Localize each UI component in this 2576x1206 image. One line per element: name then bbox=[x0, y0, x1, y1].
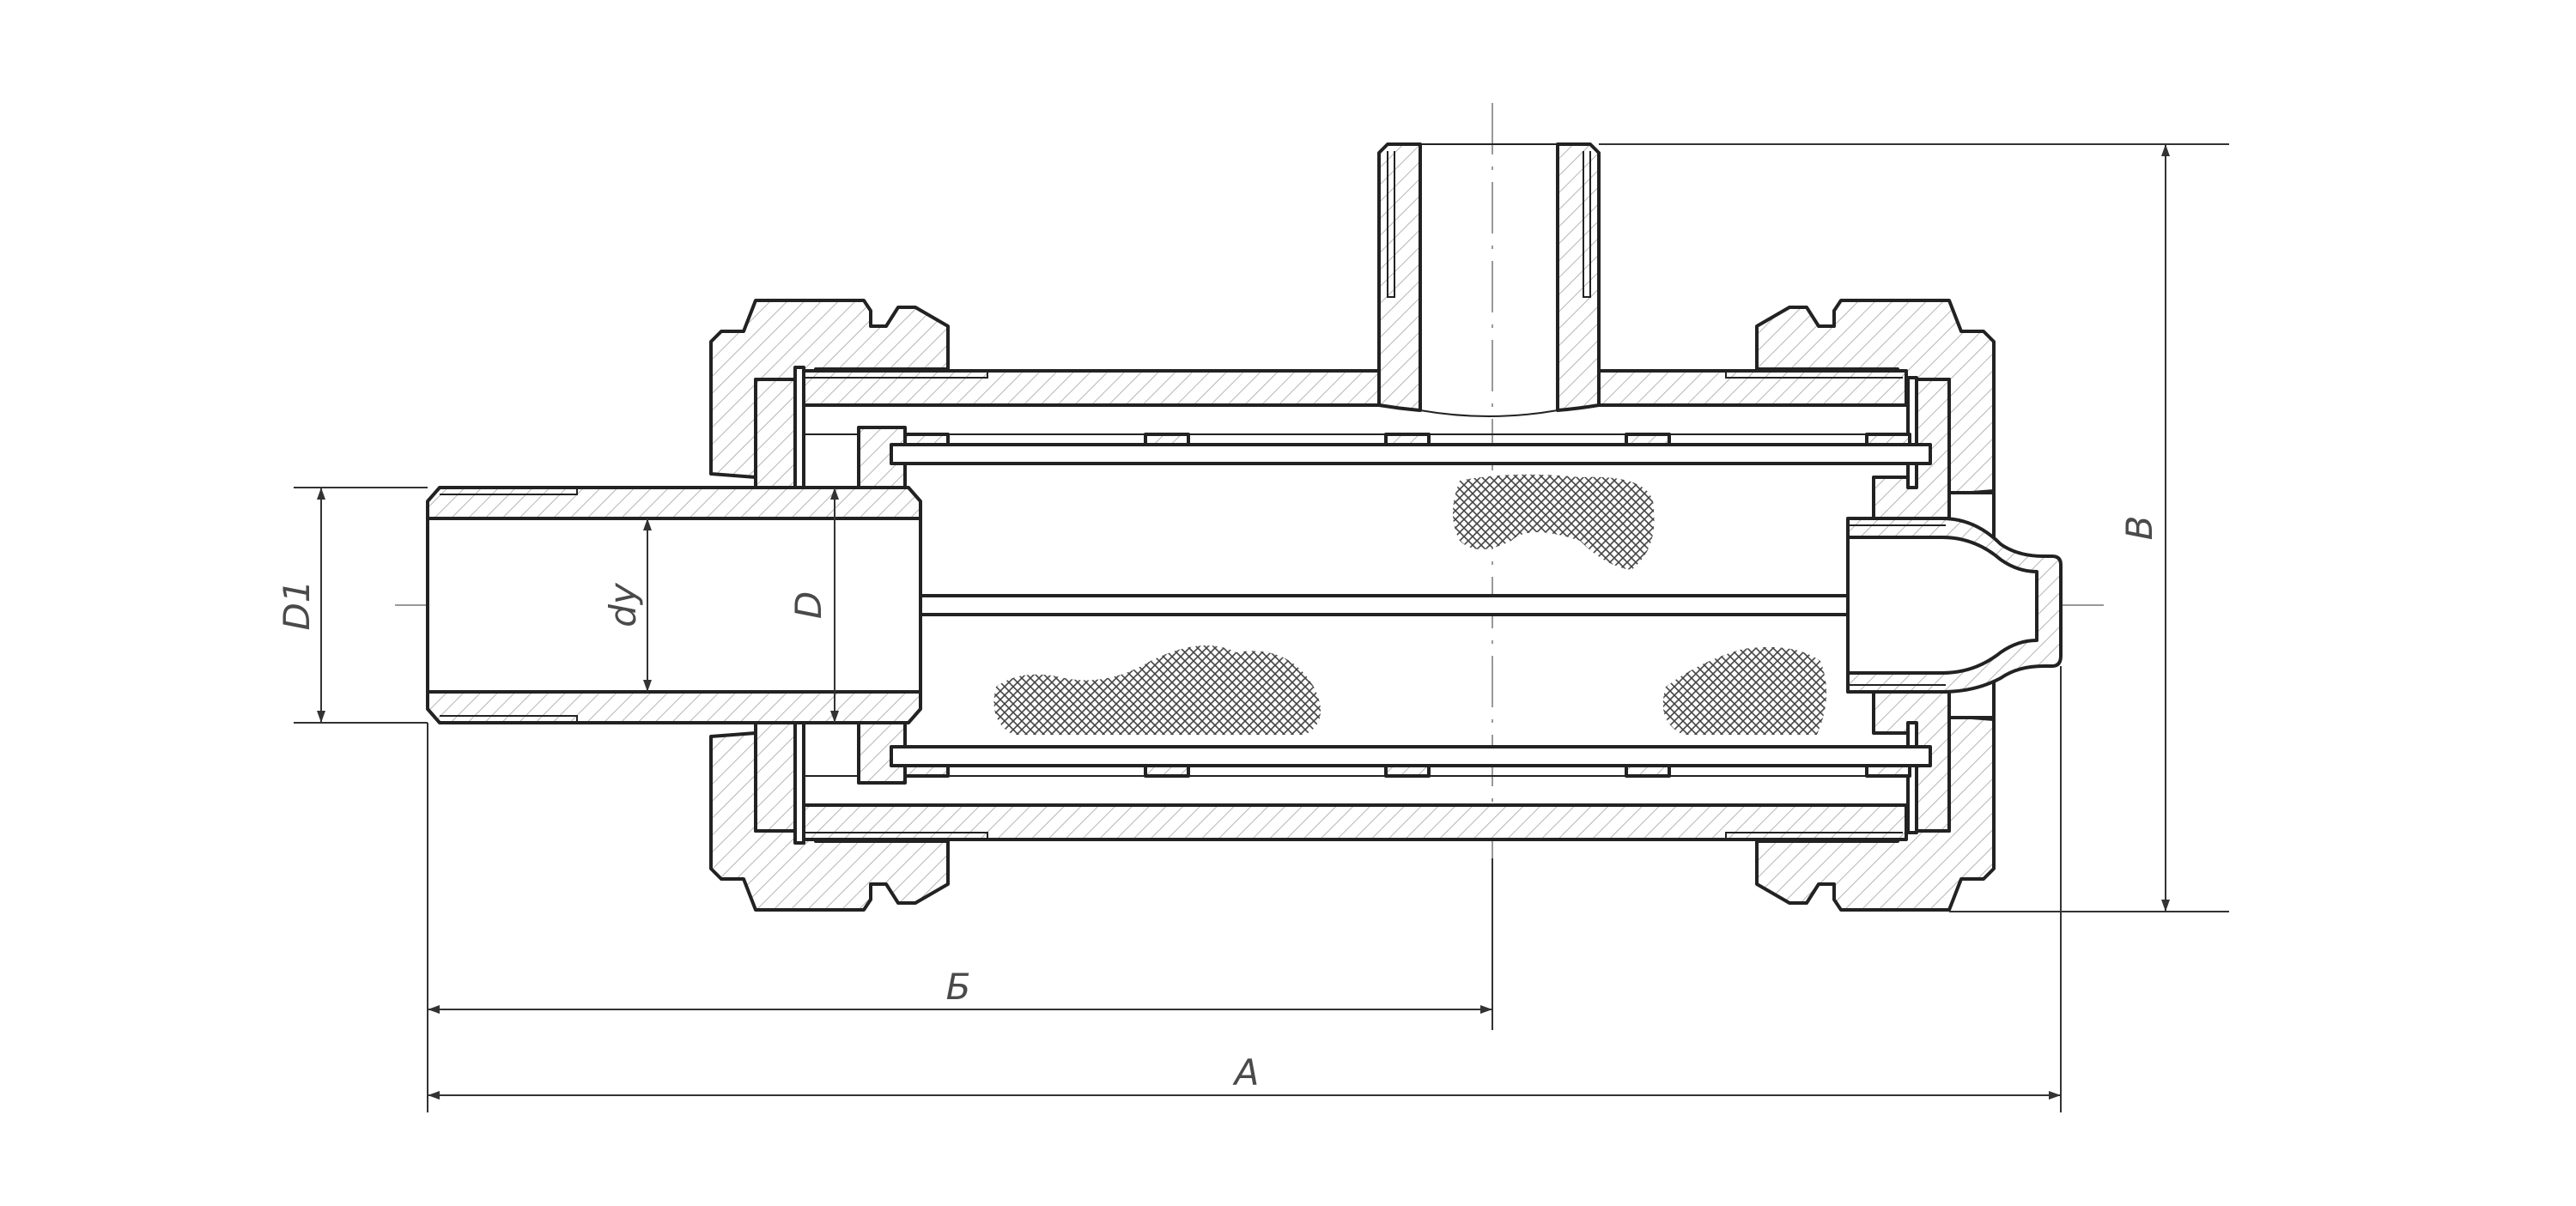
body-thread-bottom bbox=[804, 832, 1903, 839]
top-branch-right-wall bbox=[1556, 142, 1601, 412]
dimension-label-dy: dу bbox=[602, 582, 644, 627]
left-gasket-bottom bbox=[793, 721, 805, 845]
label-bg-d bbox=[790, 575, 824, 635]
top-branch-left-wall bbox=[1377, 142, 1422, 412]
dimension-label-b-cyr: Б bbox=[946, 966, 971, 1008]
cartridge-ribs-top bbox=[903, 433, 1911, 446]
cartridge-left-cap-bottom bbox=[857, 721, 907, 785]
filter-mesh-patch-2 bbox=[993, 645, 1321, 735]
body-thread-top bbox=[804, 371, 1903, 379]
inlet-pipe-top-wall bbox=[426, 486, 922, 520]
inlet-pipe-bottom-wall bbox=[426, 690, 922, 724]
body-wall-bottom bbox=[797, 803, 1908, 841]
drain-plug-bore bbox=[1846, 536, 2038, 675]
cartridge-rail-top bbox=[890, 443, 1932, 465]
left-gasket-top bbox=[793, 366, 805, 489]
dimension-label-v: B bbox=[2118, 516, 2160, 541]
cartridge-ribs-bottom bbox=[903, 764, 1911, 778]
cartridge-left-cap-top bbox=[857, 426, 907, 489]
drain-plug-thread bbox=[1848, 524, 1946, 686]
left-body-flange-top bbox=[754, 378, 800, 491]
inlet-pipe-thread bbox=[440, 488, 578, 723]
dimension-label-a: A bbox=[1232, 1051, 1260, 1094]
dimension-label-d1: D1 bbox=[276, 579, 318, 630]
dimension-label-d: D bbox=[787, 591, 829, 619]
filter-mesh-patch-1 bbox=[1453, 474, 1655, 570]
filter-mesh-patch-3 bbox=[1662, 646, 1827, 735]
inlet-pipe-bore bbox=[426, 517, 922, 694]
label-bg-dy bbox=[605, 567, 639, 644]
body-wall-top-right bbox=[1597, 369, 1908, 407]
left-body-flange-bottom bbox=[754, 719, 800, 833]
body-wall-top bbox=[797, 369, 1381, 407]
cartridge-support-rod bbox=[919, 594, 1850, 616]
top-branch-thread bbox=[1387, 151, 1591, 298]
top-branch-bore bbox=[1419, 143, 1558, 417]
cartridge-rail-bottom bbox=[890, 745, 1932, 767]
